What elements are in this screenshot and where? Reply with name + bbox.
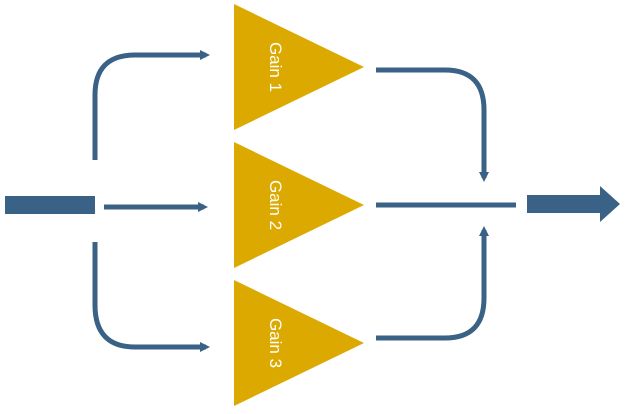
gain-2-label: Gain 2 — [266, 180, 285, 230]
gain-1-label: Gain 1 — [266, 42, 285, 92]
input-signal-bar — [5, 196, 95, 214]
branch-arrow-top — [92, 50, 210, 160]
gain-3-label: Gain 3 — [266, 318, 285, 368]
gain-3-triangle — [234, 280, 364, 406]
combine-arrow-top — [376, 67, 489, 182]
gain-2-triangle — [234, 142, 364, 268]
combine-arrow-bottom — [376, 226, 489, 341]
gain-1-triangle — [234, 4, 364, 130]
output-arrow — [527, 186, 620, 222]
branch-arrow-bottom — [92, 242, 210, 352]
